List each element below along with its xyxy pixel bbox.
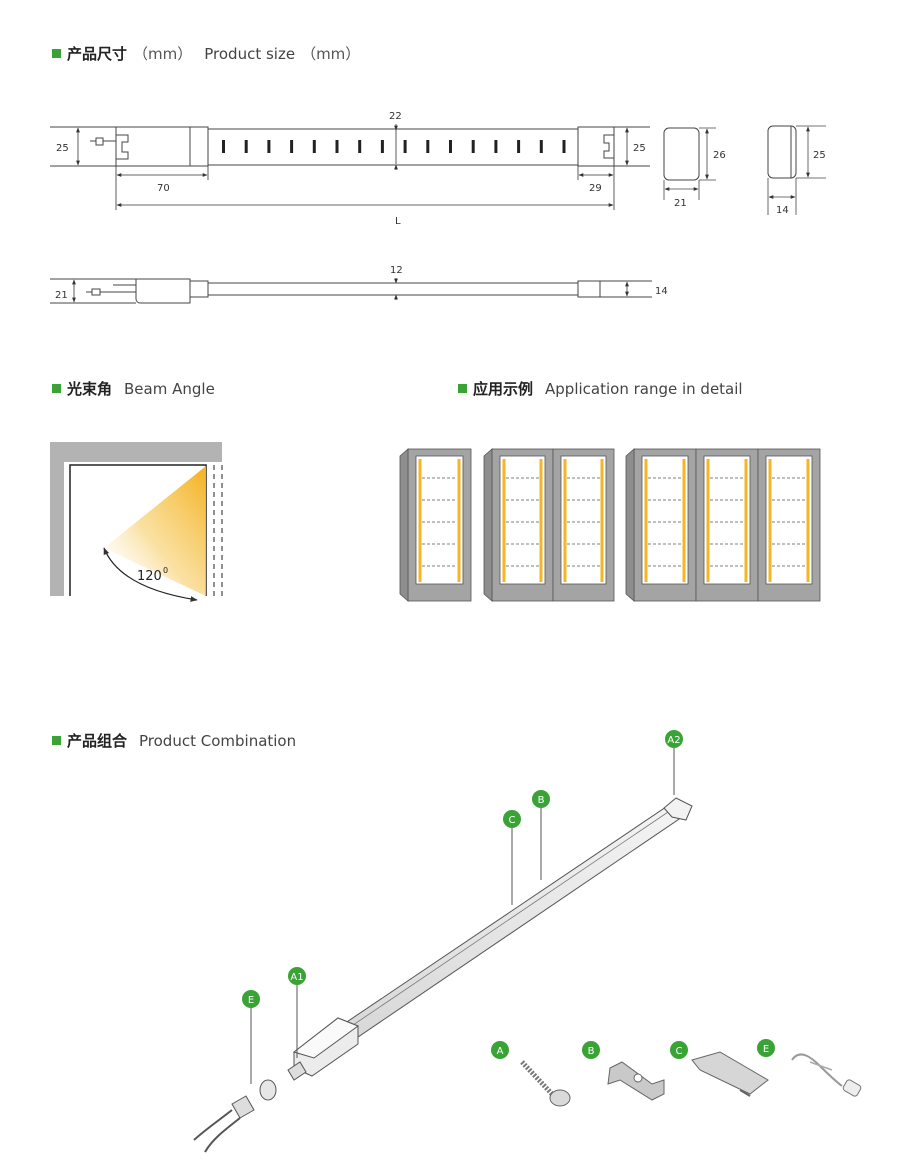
led-chip-mark (358, 140, 362, 153)
side-view-drawing (50, 278, 652, 304)
dim-cap-side-width: 14 (776, 205, 789, 216)
end-cap-front-view (663, 127, 716, 200)
led-chip-mark (244, 140, 248, 153)
section-title-en: Beam Angle (124, 379, 215, 398)
led-chip-mark (539, 140, 543, 153)
beam-angle-degree: 0 (163, 566, 168, 575)
section-beam-angle: 光束角 Beam Angle (52, 378, 215, 399)
part-badge-label: C (676, 1046, 683, 1057)
dim-side-height-mid: 12 (390, 265, 403, 276)
end-cap-side-view (767, 125, 826, 215)
section-title-zh: 光束角 (67, 380, 113, 398)
section-title-en: Product Combination (139, 731, 297, 750)
part-badge-label: A (497, 1046, 504, 1057)
dim-cap-front-height: 26 (713, 150, 726, 161)
part-badge: A1 (288, 967, 306, 985)
part-badge-label: B (538, 795, 545, 806)
led-chip-mark (494, 140, 498, 153)
section-unit-en: （mm） (301, 45, 361, 63)
led-chip-mark (222, 140, 225, 153)
dim-cap-side-height: 25 (813, 150, 826, 161)
part-badge: C (503, 810, 521, 828)
section-title-en: Product size (204, 44, 296, 63)
part-badge-label: A1 (290, 972, 303, 983)
section-combination: 产品组合 Product Combination (52, 730, 296, 751)
bullet-square-icon (52, 736, 61, 745)
bullet-square-icon (52, 49, 61, 58)
top-view-dimensions (76, 124, 629, 210)
dim-height-left: 25 (56, 143, 69, 154)
dim-cap-right-len: 29 (589, 183, 602, 194)
beam-angle-value: 120 (137, 569, 162, 584)
led-chip-mark (426, 140, 430, 153)
cabinet-side (399, 448, 409, 602)
led-chip-mark (312, 140, 316, 153)
led-chip-mark (471, 140, 475, 153)
part-badge-label: E (763, 1044, 769, 1055)
part-badge: B (532, 790, 550, 808)
top-view-dim-labels: 25 22 25 70 29 L (56, 111, 646, 227)
dim-height-right: 25 (633, 143, 646, 154)
beam-angle-diagram (50, 442, 223, 602)
led-chip-mark (267, 140, 271, 153)
part-badge: C (670, 1041, 688, 1059)
section-title-zh: 产品尺寸 (67, 45, 128, 63)
top-view-drawing (50, 126, 650, 167)
accessory-screw (520, 1060, 571, 1107)
part-badge: A (491, 1041, 509, 1059)
part-badges: A2B C A1E A B C E (242, 730, 775, 1059)
led-chip-mark (517, 140, 521, 153)
led-chip-mark (335, 140, 339, 153)
dim-total-length: L (395, 216, 401, 227)
accessory-spring-clip (691, 1051, 769, 1097)
part-badge-label: A2 (667, 735, 680, 746)
part-badge-label: B (588, 1046, 595, 1057)
part-badge: E (757, 1039, 775, 1057)
led-chip-mark (403, 140, 407, 153)
dim-side-height-left: 21 (55, 290, 68, 301)
accessory-power-cable (791, 1053, 862, 1097)
led-chip-marks (222, 140, 566, 153)
led-chip-mark (290, 140, 294, 153)
part-badge: E (242, 990, 260, 1008)
part-badge: B (582, 1041, 600, 1059)
cabinet-side (483, 448, 493, 602)
dim-side-height-right: 14 (655, 286, 668, 297)
section-unit-zh: （mm） (133, 45, 193, 63)
dim-cap-left-len: 70 (157, 183, 170, 194)
side-view-dimensions (72, 278, 629, 303)
led-chip-mark (449, 140, 452, 153)
dim-cap-front-width: 21 (674, 198, 687, 209)
part-badge-label: E (248, 995, 254, 1006)
bullet-square-icon (52, 384, 61, 393)
led-chip-mark (380, 140, 384, 153)
cabinet-side (625, 448, 635, 602)
section-title-en: Application range in detail (545, 379, 743, 398)
cabinet-door (695, 448, 759, 602)
led-chip-mark (562, 140, 566, 153)
application-cabinets (399, 448, 821, 602)
accessory-mounting-clip (607, 1061, 665, 1101)
section-application: 应用示例 Application range in detail (458, 378, 743, 399)
cabinet-door (633, 448, 697, 602)
section-product-size: 产品尺寸 （mm） Product size （mm） (52, 43, 360, 64)
bullet-square-icon (458, 384, 467, 393)
dim-height-mid: 22 (389, 111, 402, 122)
section-title-zh: 产品组合 (67, 732, 128, 750)
part-badge-label: C (509, 815, 516, 826)
cabinet-door (491, 448, 554, 602)
cabinet-door (757, 448, 821, 602)
section-title-zh: 应用示例 (473, 380, 534, 398)
part-badge: A2 (665, 730, 683, 748)
product-assembly (193, 748, 693, 1153)
cabinet-door (552, 448, 615, 602)
cabinet-door (407, 448, 472, 602)
